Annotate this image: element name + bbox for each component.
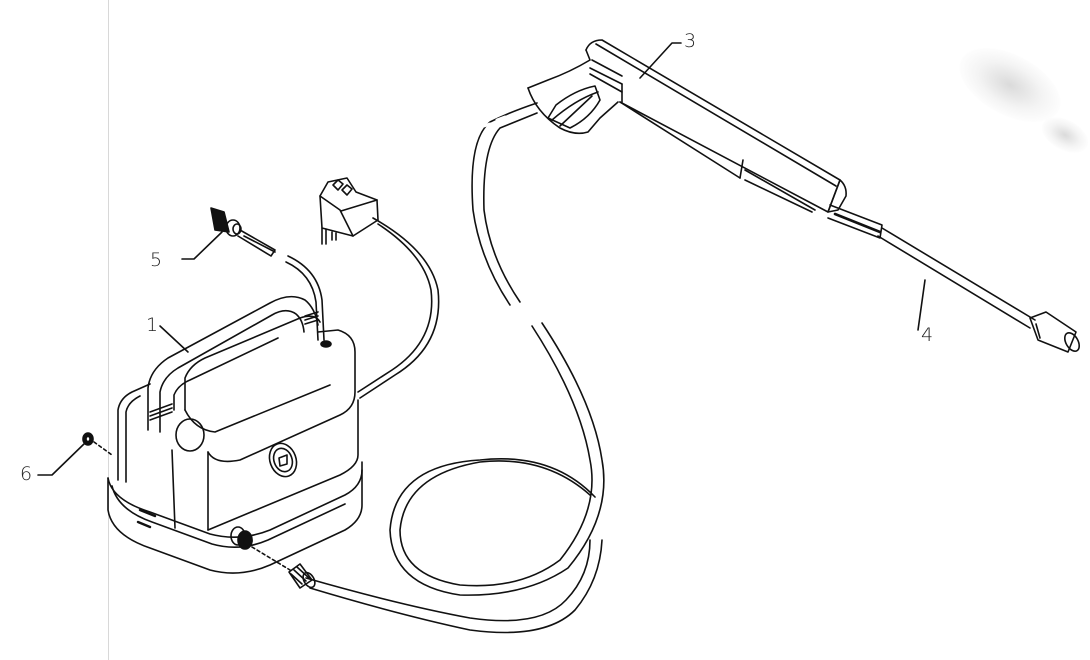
high-pressure-hose	[305, 102, 605, 634]
leader-line-3	[639, 42, 682, 79]
connection-leader-inlet	[93, 441, 113, 456]
spray-gun[interactable]	[527, 39, 883, 239]
inlet-washer[interactable]	[82, 432, 94, 446]
callout-label-5: 5	[150, 249, 163, 271]
callout-label-3: 3	[684, 30, 697, 52]
callout-label-6: 6	[20, 463, 33, 485]
leader-line-6	[37, 442, 86, 476]
leader-line-4	[917, 279, 926, 331]
callout-label-1: 1	[146, 314, 159, 336]
connection-leader-outlet	[251, 546, 291, 571]
suction-filter[interactable]	[210, 207, 276, 257]
power-plug[interactable]	[319, 177, 379, 245]
power-cord	[357, 217, 440, 399]
page-margin-line	[108, 0, 109, 660]
callout-label-4: 4	[921, 324, 934, 346]
hose-coupling[interactable]	[288, 563, 317, 589]
spray-wand[interactable]	[877, 227, 1082, 354]
leader-line-1	[159, 325, 189, 353]
detergent-tube	[285, 255, 332, 348]
leader-line-5	[181, 231, 223, 260]
pump-housing[interactable]	[107, 295, 363, 574]
